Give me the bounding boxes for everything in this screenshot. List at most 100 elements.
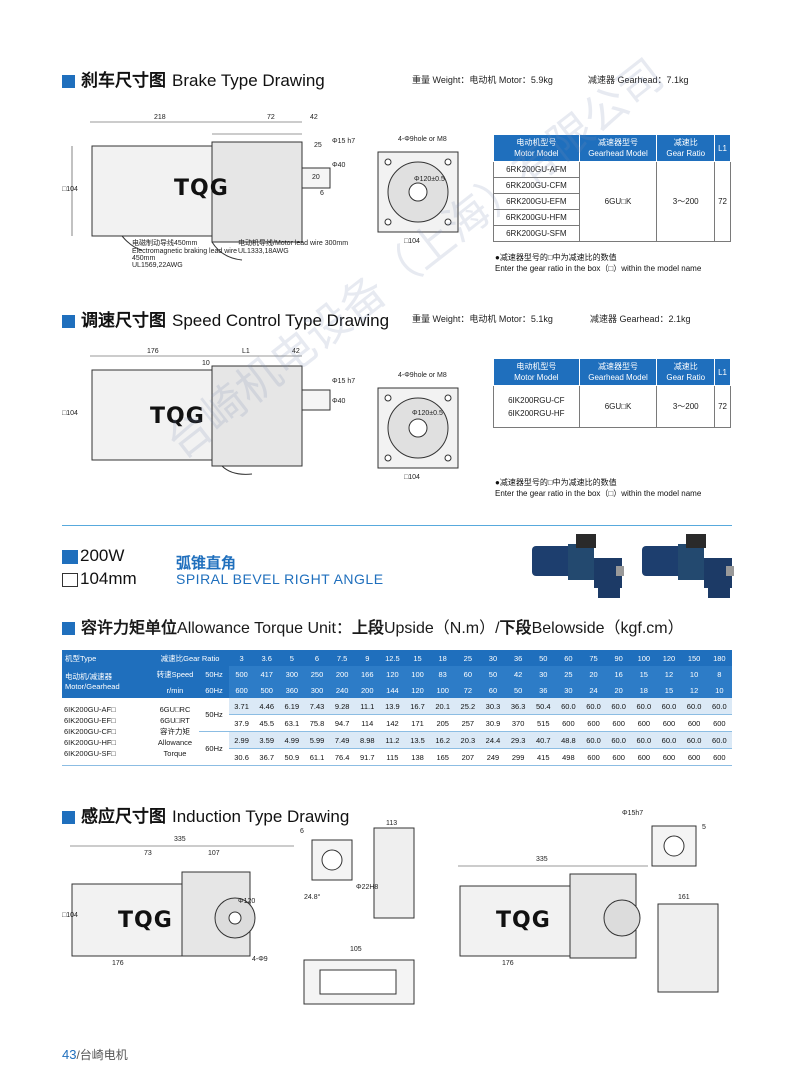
speed-weight-motor: 重量 Weight：电动机 Motor：5.1kg [412,314,553,324]
torque-cell: 600 [681,714,707,732]
torque-cell: 500 [229,666,255,682]
torque-cell: 25 [455,650,481,666]
torque-cell: 60.0 [580,698,607,715]
torque-cell: 4.99 [279,731,305,749]
torque-cell: 11.2 [379,731,405,749]
torque-50hz: 50Hz [199,698,229,732]
dim-shaft2: Φ40 [332,162,346,169]
brake-lead2: 电动机导线/Motor lead wire 300mm UL1333,18AWG [238,238,348,255]
torque-cell: 360 [279,682,305,698]
th-l1: L1 [714,358,731,386]
torque-cell: 50 [480,666,506,682]
torque-cell: 60.0 [606,731,632,749]
brake-front-drawing: 4-Φ9hole or M8 Φ120±0.5 □104 [368,132,468,252]
torque-cell: 114 [354,714,380,732]
dim-9: 4-Φ9 [252,956,268,963]
speed-front-drawing: 4-Φ9hole or M8 Φ120±0.5 □104 [368,370,468,488]
torque-cell: 4.46 [254,698,280,715]
torque-title-cn: 容许力矩单位 [81,620,178,637]
torque-cell: 100 [631,650,657,666]
torque-cell: 600 [606,748,632,766]
dim-335: 335 [174,836,186,843]
torque-cell: 30.9 [480,714,506,732]
torque-cell: 600 [681,748,707,766]
upside-cn: 上段 [351,620,384,637]
torque-cell: 166 [354,666,380,682]
hdr-speed: 转速Speed [151,666,199,682]
torque-cell: 36.3 [505,698,531,715]
section-marker [62,315,75,329]
torque-cell: 207 [455,748,481,766]
torque-cell: 150 [681,650,707,666]
speed-side-drawing: TQG 176 L1 42 10 Φ15 h7 Φ40 □104 [62,346,362,476]
torque-cell: 200 [329,666,355,682]
size-marker [62,572,78,587]
dim-shaft: Φ15 h7 [332,138,356,145]
dim-72: 72 [267,114,275,121]
section-marker [62,622,75,636]
torque-cell: 120 [404,682,431,698]
gear-type: 6GU□RC [159,705,191,714]
torque-cell: 30.3 [480,698,506,715]
torque-cell: 165 [430,748,456,766]
torque-60hz: 60Hz [199,731,229,766]
torque-cell: 16.7 [404,698,431,715]
power-value: 200W [80,546,125,565]
th-l1: L1 [714,134,731,162]
torque-cell: 20.3 [455,731,481,749]
dim-73: 73 [144,850,152,857]
dim-104: □104 [62,912,78,919]
torque-cell: 29.3 [505,731,531,749]
bevel-type-en: SPIRAL BEVEL RIGHT ANGLE [176,571,384,587]
torque-cell: 16.2 [430,731,456,749]
torque-cell: 72 [455,682,481,698]
torque-cell: 30 [555,682,581,698]
brake-title-en: Brake Type Drawing [172,71,325,90]
torque-cell: 20 [606,682,632,698]
dim-pcd: Φ120±0.5 [412,410,443,417]
size-value: 104mm [80,569,137,588]
dim-104: □104 [62,410,78,417]
lead1-ul: UL1569,22AWG [132,262,183,269]
torque-cell: 12 [681,682,707,698]
torque-cell: 5 [279,650,305,666]
dim-161: 161 [678,894,690,901]
torque-cell: 12.5 [379,650,405,666]
torque-cell: 249 [480,748,506,766]
torque-cell: 75.8 [304,714,330,732]
footer-company: /台崎电机 [76,1048,128,1062]
brake-note-cn: ●减速器型号的□中为减速比的数值 [495,253,617,262]
speed-model-2: 6IK200RGU-HF [508,408,565,418]
product-power: 200W [62,546,124,566]
torque-cell: 515 [530,714,556,732]
torque-cell: 20.1 [430,698,456,715]
torque-cell: 7.5 [329,650,355,666]
brake-side-svg [71,121,331,261]
lead2-ul: UL1333,18AWG [238,248,289,255]
torque-cell: 7.43 [304,698,330,715]
torque-cell: 600 [631,748,657,766]
brake-title-cn: 刹车尺寸图 [81,71,166,90]
torque-cell: 36.7 [254,748,280,766]
torque-title: 容许力矩单位Allowance Torque Unit：上段Upside（N.m… [62,614,684,638]
torque-cell: 60.0 [631,731,657,749]
torque-cell: 138 [404,748,431,766]
torque-cell: 60.0 [580,731,607,749]
dim-l1: L1 [242,348,250,355]
dim-20: 20 [312,174,320,181]
table-cell-l1: 72 [714,385,731,428]
torque-cell: 3.71 [229,698,255,715]
allow-en: Allowance Torque [157,738,193,758]
torque-cell: 91.7 [354,748,380,766]
dim-25: 25 [314,142,322,149]
torque-cell: 7.49 [329,731,355,749]
dim-105: 105 [350,946,362,953]
torque-cell: 18 [631,682,657,698]
torque-cell: 600 [580,714,607,732]
dim-angle: 24.8° [304,894,321,901]
torque-cell: 37.9 [229,714,255,732]
